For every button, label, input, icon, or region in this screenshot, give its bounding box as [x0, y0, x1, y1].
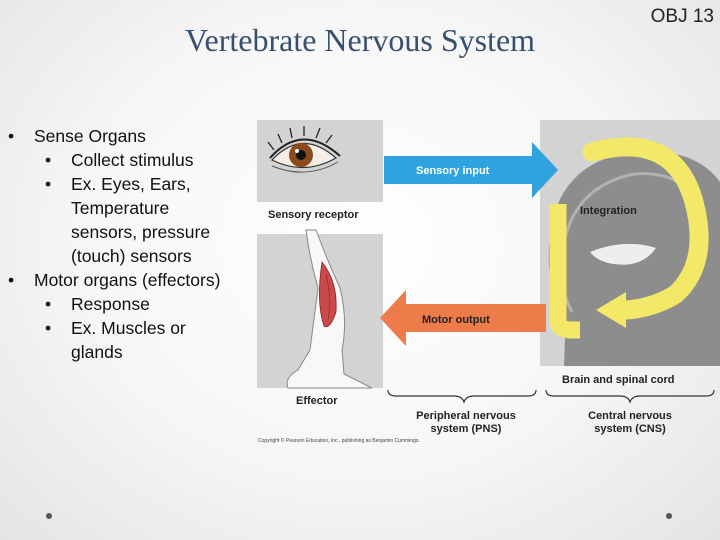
bullet-dot: • [8, 270, 15, 290]
bullet-text: sensors, pressure [71, 222, 211, 242]
nervous-system-diagram: Sensory input Motor output Integration S… [254, 112, 720, 452]
bullet-text: glands [71, 342, 123, 362]
bullet-item: sensors, pressure [6, 220, 261, 244]
pns-label-line1: Peripheral nervous [416, 410, 516, 422]
nav-dot-left [46, 513, 52, 519]
bullet-dot: • [45, 174, 52, 194]
bullet-item: Temperature [6, 196, 261, 220]
bullet-text: Ex. Muscles or [71, 318, 186, 338]
bullet-list: • Sense Organs • Collect stimulus • Ex. Eyes,… [6, 124, 261, 364]
bullet-dot: • [45, 150, 52, 170]
bullet-text: Sense Organs [34, 126, 146, 146]
cns-label-line2: system (CNS) [594, 423, 666, 435]
eye-icon [267, 126, 341, 173]
nav-dot-right [666, 513, 672, 519]
objective-tag: OBJ 13 [650, 6, 714, 27]
bullet-text: Temperature [71, 198, 170, 218]
bullet-item: • Collect stimulus [6, 148, 261, 172]
sensory-input-label: Sensory input [416, 165, 490, 177]
motor-output-arrow: Motor output [380, 290, 546, 346]
bullet-text: Ex. Eyes, Ears, [71, 174, 191, 194]
integration-label: Integration [580, 205, 637, 217]
bullet-text: Motor organs (effectors) [34, 270, 221, 290]
slide-title: Vertebrate Nervous System [184, 22, 536, 58]
bullet-item: (touch) sensors [6, 244, 261, 268]
motor-output-label: Motor output [422, 314, 490, 326]
cns-label-line1: Central nervous [588, 410, 672, 422]
cns-bracket [545, 389, 715, 404]
bullet-item: • Ex. Muscles or [6, 316, 261, 340]
bullet-dot: • [8, 126, 15, 146]
bullet-text: (touch) sensors [71, 246, 192, 266]
effector-label: Effector [296, 395, 338, 407]
bullet-text: Response [71, 294, 150, 314]
pns-bracket [387, 389, 537, 404]
sensory-receptor-label: Sensory receptor [268, 209, 359, 221]
bullet-text: Collect stimulus [71, 150, 194, 170]
brain-spinal-cord-label: Brain and spinal cord [562, 374, 674, 386]
bullet-item: • Sense Organs [6, 124, 261, 148]
copyright-note: Copyright © Pearson Education, Inc., pub… [258, 438, 420, 444]
bullet-item: • Motor organs (effectors) [6, 268, 261, 292]
sensory-input-arrow: Sensory input [384, 142, 558, 198]
bullet-dot: • [45, 318, 52, 338]
bullet-item: glands [6, 340, 261, 364]
bullet-item: • Ex. Eyes, Ears, [6, 172, 261, 196]
bullet-dot: • [45, 294, 52, 314]
integration-loop [549, 137, 709, 339]
pns-label-line2: system (PNS) [431, 423, 502, 435]
leg-icon [286, 229, 373, 389]
bullet-item: • Response [6, 292, 261, 316]
